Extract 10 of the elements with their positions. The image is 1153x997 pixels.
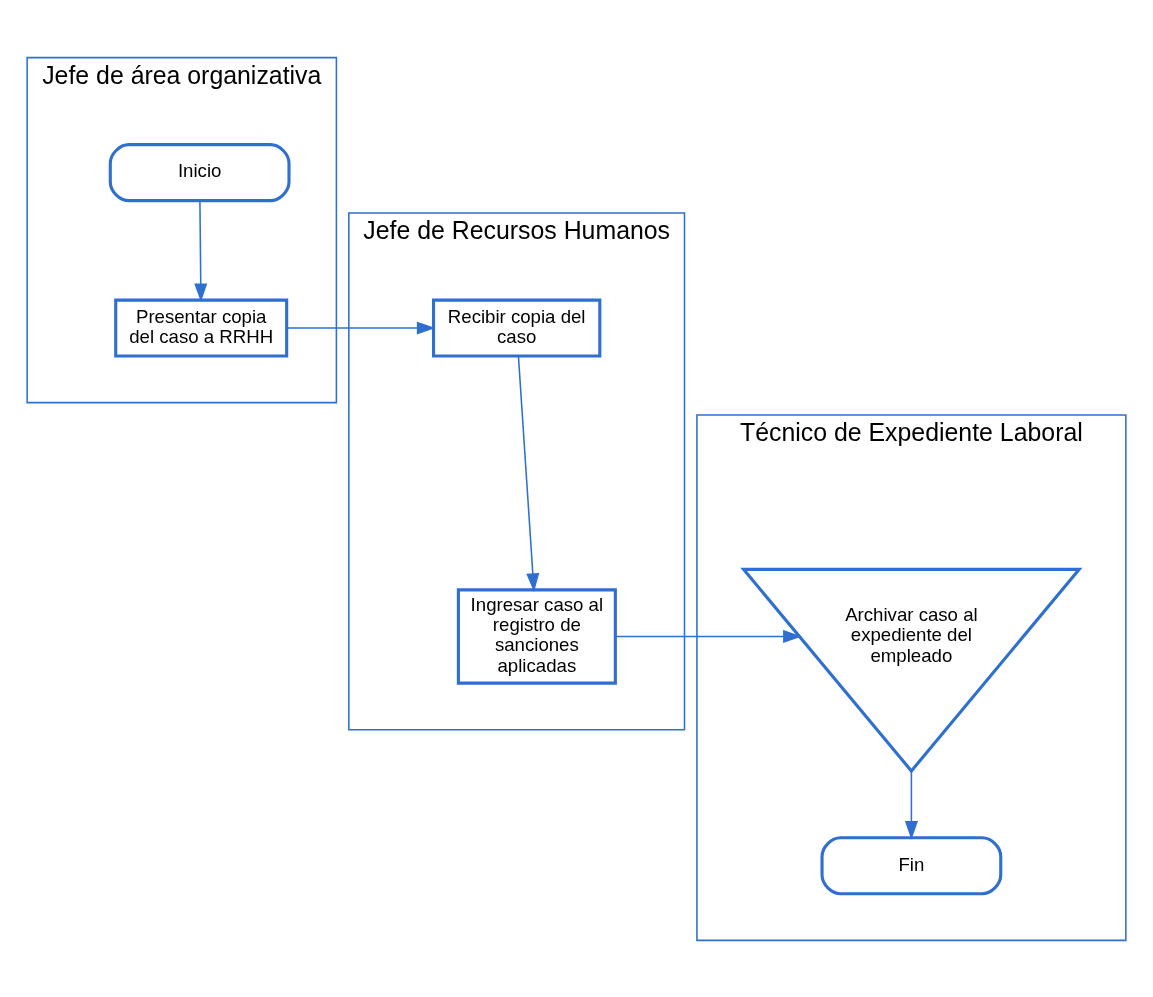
arrow bbox=[286, 321, 436, 335]
arrow bbox=[615, 629, 802, 643]
node-box: Fin bbox=[820, 835, 1003, 895]
arrow bbox=[517, 354, 540, 592]
node-box: Presentar copia del caso a RRHH bbox=[114, 298, 289, 358]
arrow bbox=[194, 199, 208, 302]
arrow bbox=[904, 770, 918, 840]
node-box: Ingresar caso al registro de sanciones aplicadas bbox=[456, 587, 617, 685]
node-box: Inicio bbox=[108, 142, 291, 202]
node-box: Recibir copia del caso bbox=[431, 298, 602, 358]
